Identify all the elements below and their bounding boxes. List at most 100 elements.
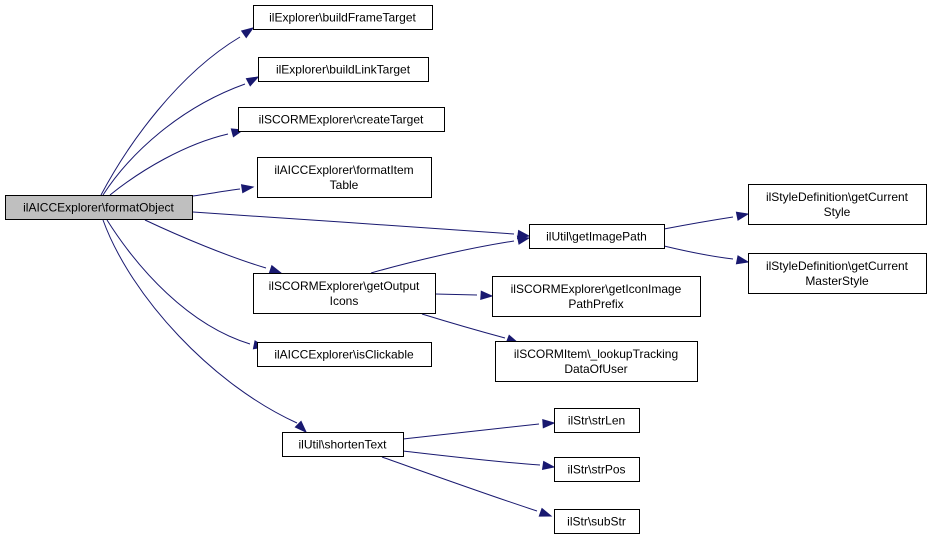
edge-line <box>421 313 506 339</box>
node-label: ilAICCExplorer\formatItem <box>274 163 413 177</box>
arrowhead-icon <box>268 264 283 274</box>
edge-getOutputIcons-to-getImagePath <box>370 235 531 274</box>
edge-line <box>370 240 515 274</box>
arrowhead-icon <box>735 211 750 221</box>
edge-line <box>100 36 241 196</box>
node-isClickable[interactable]: ilAICCExplorer\isClickable <box>257 342 432 367</box>
node-label: ilSCORMExplorer\createTarget <box>259 113 424 127</box>
node-box[interactable] <box>554 408 640 433</box>
edge-line <box>381 456 538 512</box>
edge-line <box>434 293 478 296</box>
node-label: MasterStyle <box>805 274 869 288</box>
node-label: ilStyleDefinition\getCurrent <box>766 190 909 204</box>
edge-getImagePath-to-getCurrentStyle <box>663 211 750 230</box>
edge-shortenText-to-strPos <box>402 450 556 471</box>
node-box[interactable] <box>554 509 640 534</box>
node-box[interactable] <box>492 276 701 317</box>
edge-getImagePath-to-getCurrentMasterStyle <box>663 245 750 265</box>
edge-root-to-shortenText <box>102 219 308 434</box>
edge-line <box>192 188 241 197</box>
node-label: ilSCORMExplorer\getIconImage <box>511 282 682 296</box>
node-label: ilStr\subStr <box>567 515 626 529</box>
edge-getOutputIcons-to-getIconImagePathPrefix <box>434 290 494 300</box>
node-box[interactable] <box>748 184 927 225</box>
node-box[interactable] <box>253 273 436 314</box>
edge-root-to-buildLinkTarget <box>102 76 260 196</box>
node-label: Style <box>824 205 851 219</box>
node-strPos[interactable]: ilStr\strPos <box>554 457 640 482</box>
node-label: ilAICCExplorer\formatObject <box>23 201 174 215</box>
node-label: ilAICCExplorer\isClickable <box>274 348 414 362</box>
node-createTarget[interactable]: ilSCORMExplorer\createTarget <box>238 107 445 132</box>
arrowhead-icon <box>294 420 308 434</box>
node-label: ilUtil\shortenText <box>298 438 387 452</box>
node-label: Table <box>330 178 359 192</box>
arrowhead-icon <box>516 235 531 245</box>
arrowhead-icon <box>240 184 255 194</box>
node-label: PathPrefix <box>568 297 623 311</box>
node-label: ilStr\strLen <box>568 414 625 428</box>
edge-root-to-formatItemTable <box>192 184 255 197</box>
edge-root-to-createTarget <box>109 128 245 196</box>
node-label: ilExplorer\buildFrameTarget <box>269 11 416 25</box>
node-shortenText[interactable]: ilUtil\shortenText <box>282 432 404 457</box>
node-label: ilStr\strPos <box>567 463 625 477</box>
edge-line <box>663 216 734 230</box>
node-buildLinkTarget[interactable]: ilExplorer\buildLinkTarget <box>258 57 429 82</box>
node-label: Icons <box>330 294 359 308</box>
node-box[interactable] <box>529 224 665 249</box>
arrowhead-icon <box>245 76 260 87</box>
node-box[interactable] <box>282 432 404 457</box>
edge-root-to-isClickable <box>106 219 267 350</box>
edge-shortenText-to-strLen <box>402 419 556 440</box>
arrowhead-icon <box>538 507 553 517</box>
node-box[interactable] <box>238 107 445 132</box>
node-label: ilExplorer\buildLinkTarget <box>276 63 411 77</box>
arrowhead-icon <box>541 460 556 471</box>
node-box[interactable] <box>554 457 640 482</box>
arrowhead-icon <box>240 27 255 39</box>
edge-line <box>402 450 541 466</box>
edge-root-to-getImagePath <box>192 211 531 240</box>
edge-shortenText-to-subStr <box>381 456 553 517</box>
edge-line <box>144 219 267 269</box>
edge-root-to-getOutputIcons <box>144 219 283 274</box>
edge-line <box>102 83 246 196</box>
arrowhead-icon <box>735 255 750 265</box>
node-label: ilSCORMItem\_lookupTracking <box>514 347 678 361</box>
node-getImagePath[interactable]: ilUtil\getImagePath <box>529 224 665 249</box>
edges-layer <box>100 27 750 517</box>
edge-line <box>109 133 229 196</box>
node-box[interactable] <box>748 253 927 294</box>
edge-line <box>192 211 515 235</box>
node-box[interactable] <box>257 342 432 367</box>
nodes-layer: ilAICCExplorer\formatObject ilExplorer\bu… <box>5 5 927 534</box>
node-box[interactable] <box>5 195 193 220</box>
edge-line <box>102 219 298 424</box>
node-box[interactable] <box>258 57 429 82</box>
node-buildFrameTarget[interactable]: ilExplorer\buildFrameTarget <box>253 5 433 30</box>
node-subStr[interactable]: ilStr\subStr <box>554 509 640 534</box>
node-label: ilStyleDefinition\getCurrent <box>766 259 909 273</box>
arrowhead-icon <box>480 290 494 300</box>
node-box[interactable] <box>257 157 432 198</box>
edge-line <box>402 423 540 440</box>
node-box[interactable] <box>495 341 698 382</box>
edge-line <box>663 245 734 260</box>
node-label: DataOfUser <box>564 362 627 376</box>
edge-root-to-buildFrameTarget <box>100 27 255 196</box>
node-label: ilSCORMExplorer\getOutput <box>269 279 420 293</box>
node-box[interactable] <box>253 5 433 30</box>
edge-line <box>106 219 251 345</box>
node-strLen[interactable]: ilStr\strLen <box>554 408 640 433</box>
arrowhead-icon <box>542 419 556 429</box>
node-label: ilUtil\getImagePath <box>546 230 647 244</box>
node-root[interactable]: ilAICCExplorer\formatObject <box>5 195 193 220</box>
